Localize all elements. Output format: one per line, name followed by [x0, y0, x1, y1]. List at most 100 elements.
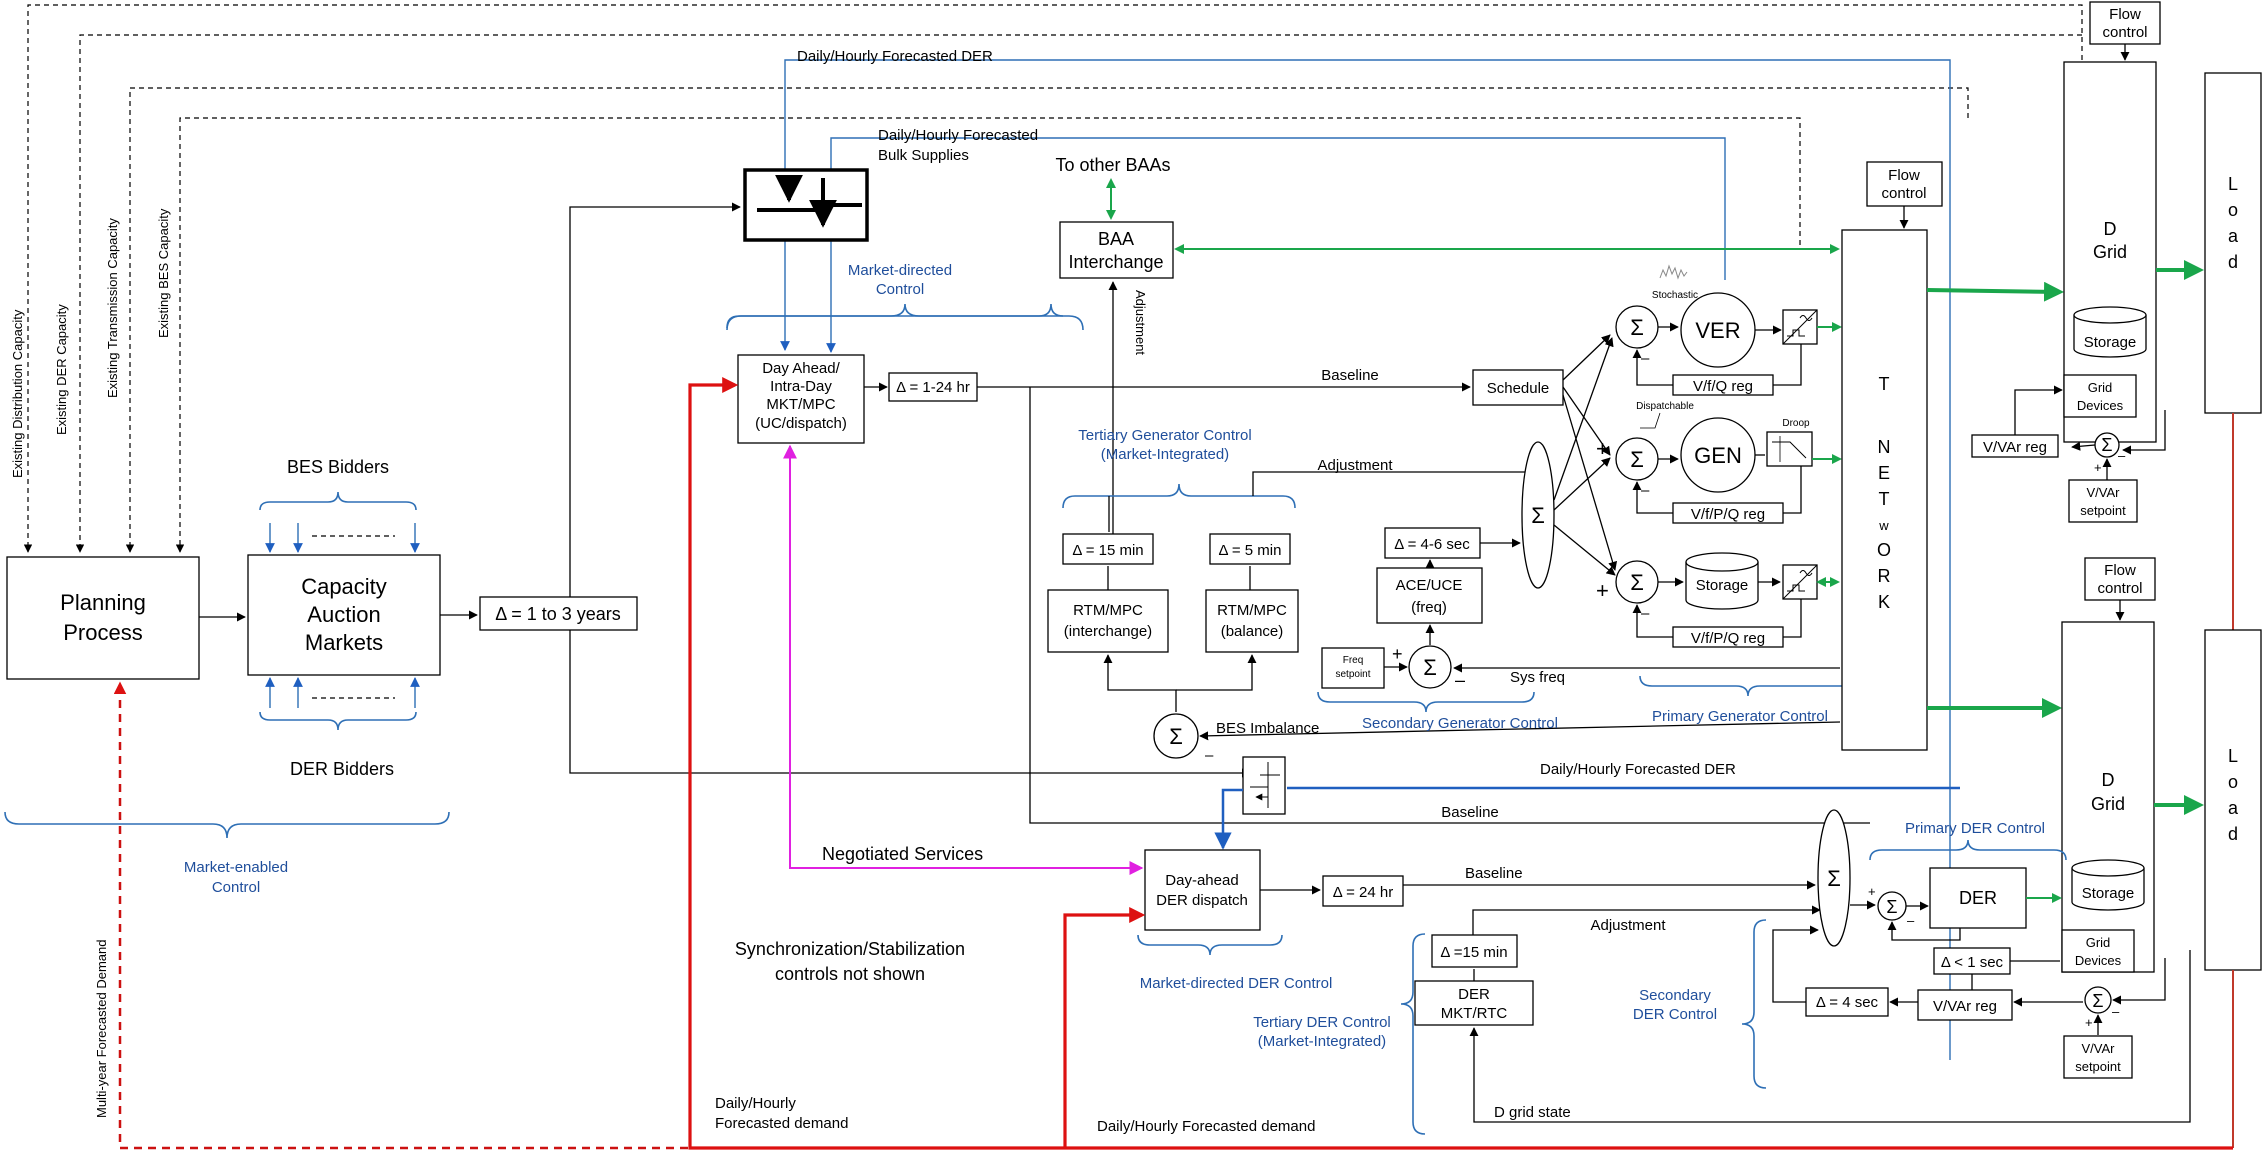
svg-text:–: –: [1641, 482, 1650, 499]
svg-text:K: K: [1878, 592, 1890, 612]
svg-text:a: a: [2228, 226, 2239, 246]
d-grid-upper-storage-label: Storage: [2084, 334, 2137, 351]
svg-text:–: –: [1641, 350, 1650, 367]
flow-control-upper-label-1: Flow: [2109, 6, 2141, 23]
gen-adjustment-sum: [1521, 441, 1555, 589]
planning-process-label-2: Process: [63, 620, 142, 645]
delta-15min-der-box: [1431, 934, 1518, 968]
svg-text:V/VAr: V/VAr: [2087, 485, 2121, 500]
schedule-label: Schedule: [1487, 380, 1550, 397]
bes-bidders-label: BES Bidders: [287, 457, 389, 477]
flow-control-lower-label-1: Flow: [2104, 562, 2136, 579]
rtm-interchange-box: [1047, 589, 1169, 653]
day-ahead-der-label-2: DER dispatch: [1156, 892, 1248, 909]
market-enabled-label-2: Control: [212, 879, 260, 896]
tertiary-gen-label-1: Tertiary Generator Control: [1078, 427, 1251, 444]
day-ahead-mkt-box: [737, 354, 865, 444]
svg-text:+: +: [1596, 578, 1609, 603]
d-grid-lower-box: [2061, 621, 2155, 973]
svg-text:L: L: [2228, 174, 2238, 194]
planning-process-box: [6, 556, 200, 680]
secondary-der-label-2: DER Control: [1633, 1006, 1717, 1023]
svg-text:Devices: Devices: [2075, 953, 2122, 968]
ver-label: VER: [1695, 318, 1740, 343]
svg-text:+: +: [1868, 884, 1876, 899]
multi-year-demand-line: [113, 681, 1080, 1150]
daily-demand-bottom-label: Daily/Hourly Forecasted demand: [1097, 1118, 1315, 1135]
multi-year-demand-label: Multi-year Forecasted Demand: [94, 940, 109, 1118]
existing-capacity-feedback-lines: [23, 4, 2083, 553]
stochastic-label: Stochastic: [1652, 290, 1698, 301]
svg-text:Σ: Σ: [1630, 315, 1644, 340]
svg-text:E: E: [1878, 463, 1890, 483]
rtm-balance-label-1: RTM/MPC: [1217, 602, 1287, 619]
market-directed-label-2: Control: [876, 281, 924, 298]
svg-text:N: N: [1878, 437, 1891, 457]
delta-4-6-label: Δ = 4-6 sec: [1394, 536, 1470, 553]
svg-text:w: w: [1878, 518, 1889, 533]
ace-uce-label-1: ACE/UCE: [1396, 577, 1463, 594]
vvar-reg-lower-box: [1917, 989, 2013, 1021]
delta-15min-der-label: Δ =15 min: [1440, 944, 1507, 961]
svg-text:+: +: [2094, 460, 2102, 475]
daily-demand-left-label-1: Daily/Hourly: [715, 1095, 796, 1112]
existing-distribution-label: Existing Distribution Capacity: [10, 309, 25, 478]
svg-text:Σ: Σ: [1169, 724, 1183, 749]
baa-interchange-label-1: BAA: [1098, 229, 1134, 249]
baa-interchange-label-2: Interchange: [1068, 252, 1163, 272]
delta-lt-1-box: [1933, 947, 2011, 975]
capacity-auction-label-2: Auction: [307, 602, 380, 627]
secondary-gen-label: Secondary Generator Control: [1362, 715, 1558, 732]
svg-text:–: –: [1641, 605, 1650, 622]
der-forecast-switch-icon: [1242, 756, 1286, 815]
gen-reg-label: V/f/P/Q reg: [1691, 506, 1765, 523]
svg-text:Devices: Devices: [2077, 398, 2124, 413]
svg-text:Σ: Σ: [2101, 435, 2112, 455]
svg-text:+: +: [1392, 644, 1403, 664]
daily-demand-line: [688, 377, 2233, 1150]
day-ahead-der-box: [1144, 849, 1261, 931]
svg-text:–: –: [2118, 448, 2126, 463]
grid-devices-lower-box: [2061, 929, 2135, 973]
bulk-forecast-switch-icon: [743, 168, 869, 242]
svg-text:O: O: [1877, 540, 1891, 560]
vvar-reg-lower-label: V/VAr reg: [1933, 998, 1997, 1015]
sys-freq-label: Sys freq: [1510, 669, 1565, 686]
der-sum-ellipse: [1817, 809, 1851, 947]
tertiary-der-label-1: Tertiary DER Control: [1253, 1014, 1391, 1031]
svg-text:Σ: Σ: [1630, 570, 1644, 595]
svg-text:D: D: [2104, 219, 2117, 239]
bes-imbalance-sum: [1153, 713, 1199, 759]
bes-bidders-brace: [259, 491, 417, 511]
svg-text:setpoint: setpoint: [2075, 1059, 2121, 1074]
svg-text:setpoint: setpoint: [2080, 503, 2126, 518]
delta-5min-box: [1209, 533, 1291, 565]
bes-imbalance-label: BES Imbalance: [1216, 720, 1319, 737]
daily-der-mid-label: Daily/Hourly Forecasted DER: [1540, 761, 1736, 778]
flow-control-upper-label-2: control: [2102, 24, 2147, 41]
gen-label: GEN: [1694, 443, 1742, 468]
svg-text:V/VAr: V/VAr: [2082, 1041, 2116, 1056]
baa-interchange-box: [1059, 221, 1174, 279]
svg-text:Grid: Grid: [2091, 794, 2125, 814]
existing-transmission-label: Existing Transmission Capacity: [105, 218, 120, 398]
to-other-baas-label: To other BAAs: [1055, 155, 1170, 175]
freq-setpoint-box: [1321, 647, 1385, 689]
svg-text:T: T: [1879, 374, 1890, 394]
d-grid-lower-storage-label: Storage: [2082, 885, 2135, 902]
delta-24-box: [1322, 875, 1404, 907]
d-grid-upper-storage-icon: [2073, 306, 2147, 358]
existing-bes-label: Existing BES Capacity: [156, 208, 171, 338]
capacity-auction-label-3: Markets: [305, 630, 383, 655]
tertiary-gen-label-2: (Market-Integrated): [1101, 446, 1229, 463]
bulk-supplies-label-1: Daily/Hourly Forecasted: [878, 127, 1038, 144]
svg-text:a: a: [2228, 798, 2239, 818]
svg-text:R: R: [1878, 566, 1891, 586]
flow-control-lower-box: [2084, 557, 2156, 601]
svg-text:L: L: [2228, 746, 2238, 766]
storage-label: Storage: [1696, 577, 1749, 594]
droop-icon: [1766, 431, 1813, 467]
primary-der-label: Primary DER Control: [1905, 820, 2045, 837]
storage-reg-label: V/f/P/Q reg: [1691, 630, 1765, 647]
flow-control-lower-label-2: control: [2097, 580, 2142, 597]
